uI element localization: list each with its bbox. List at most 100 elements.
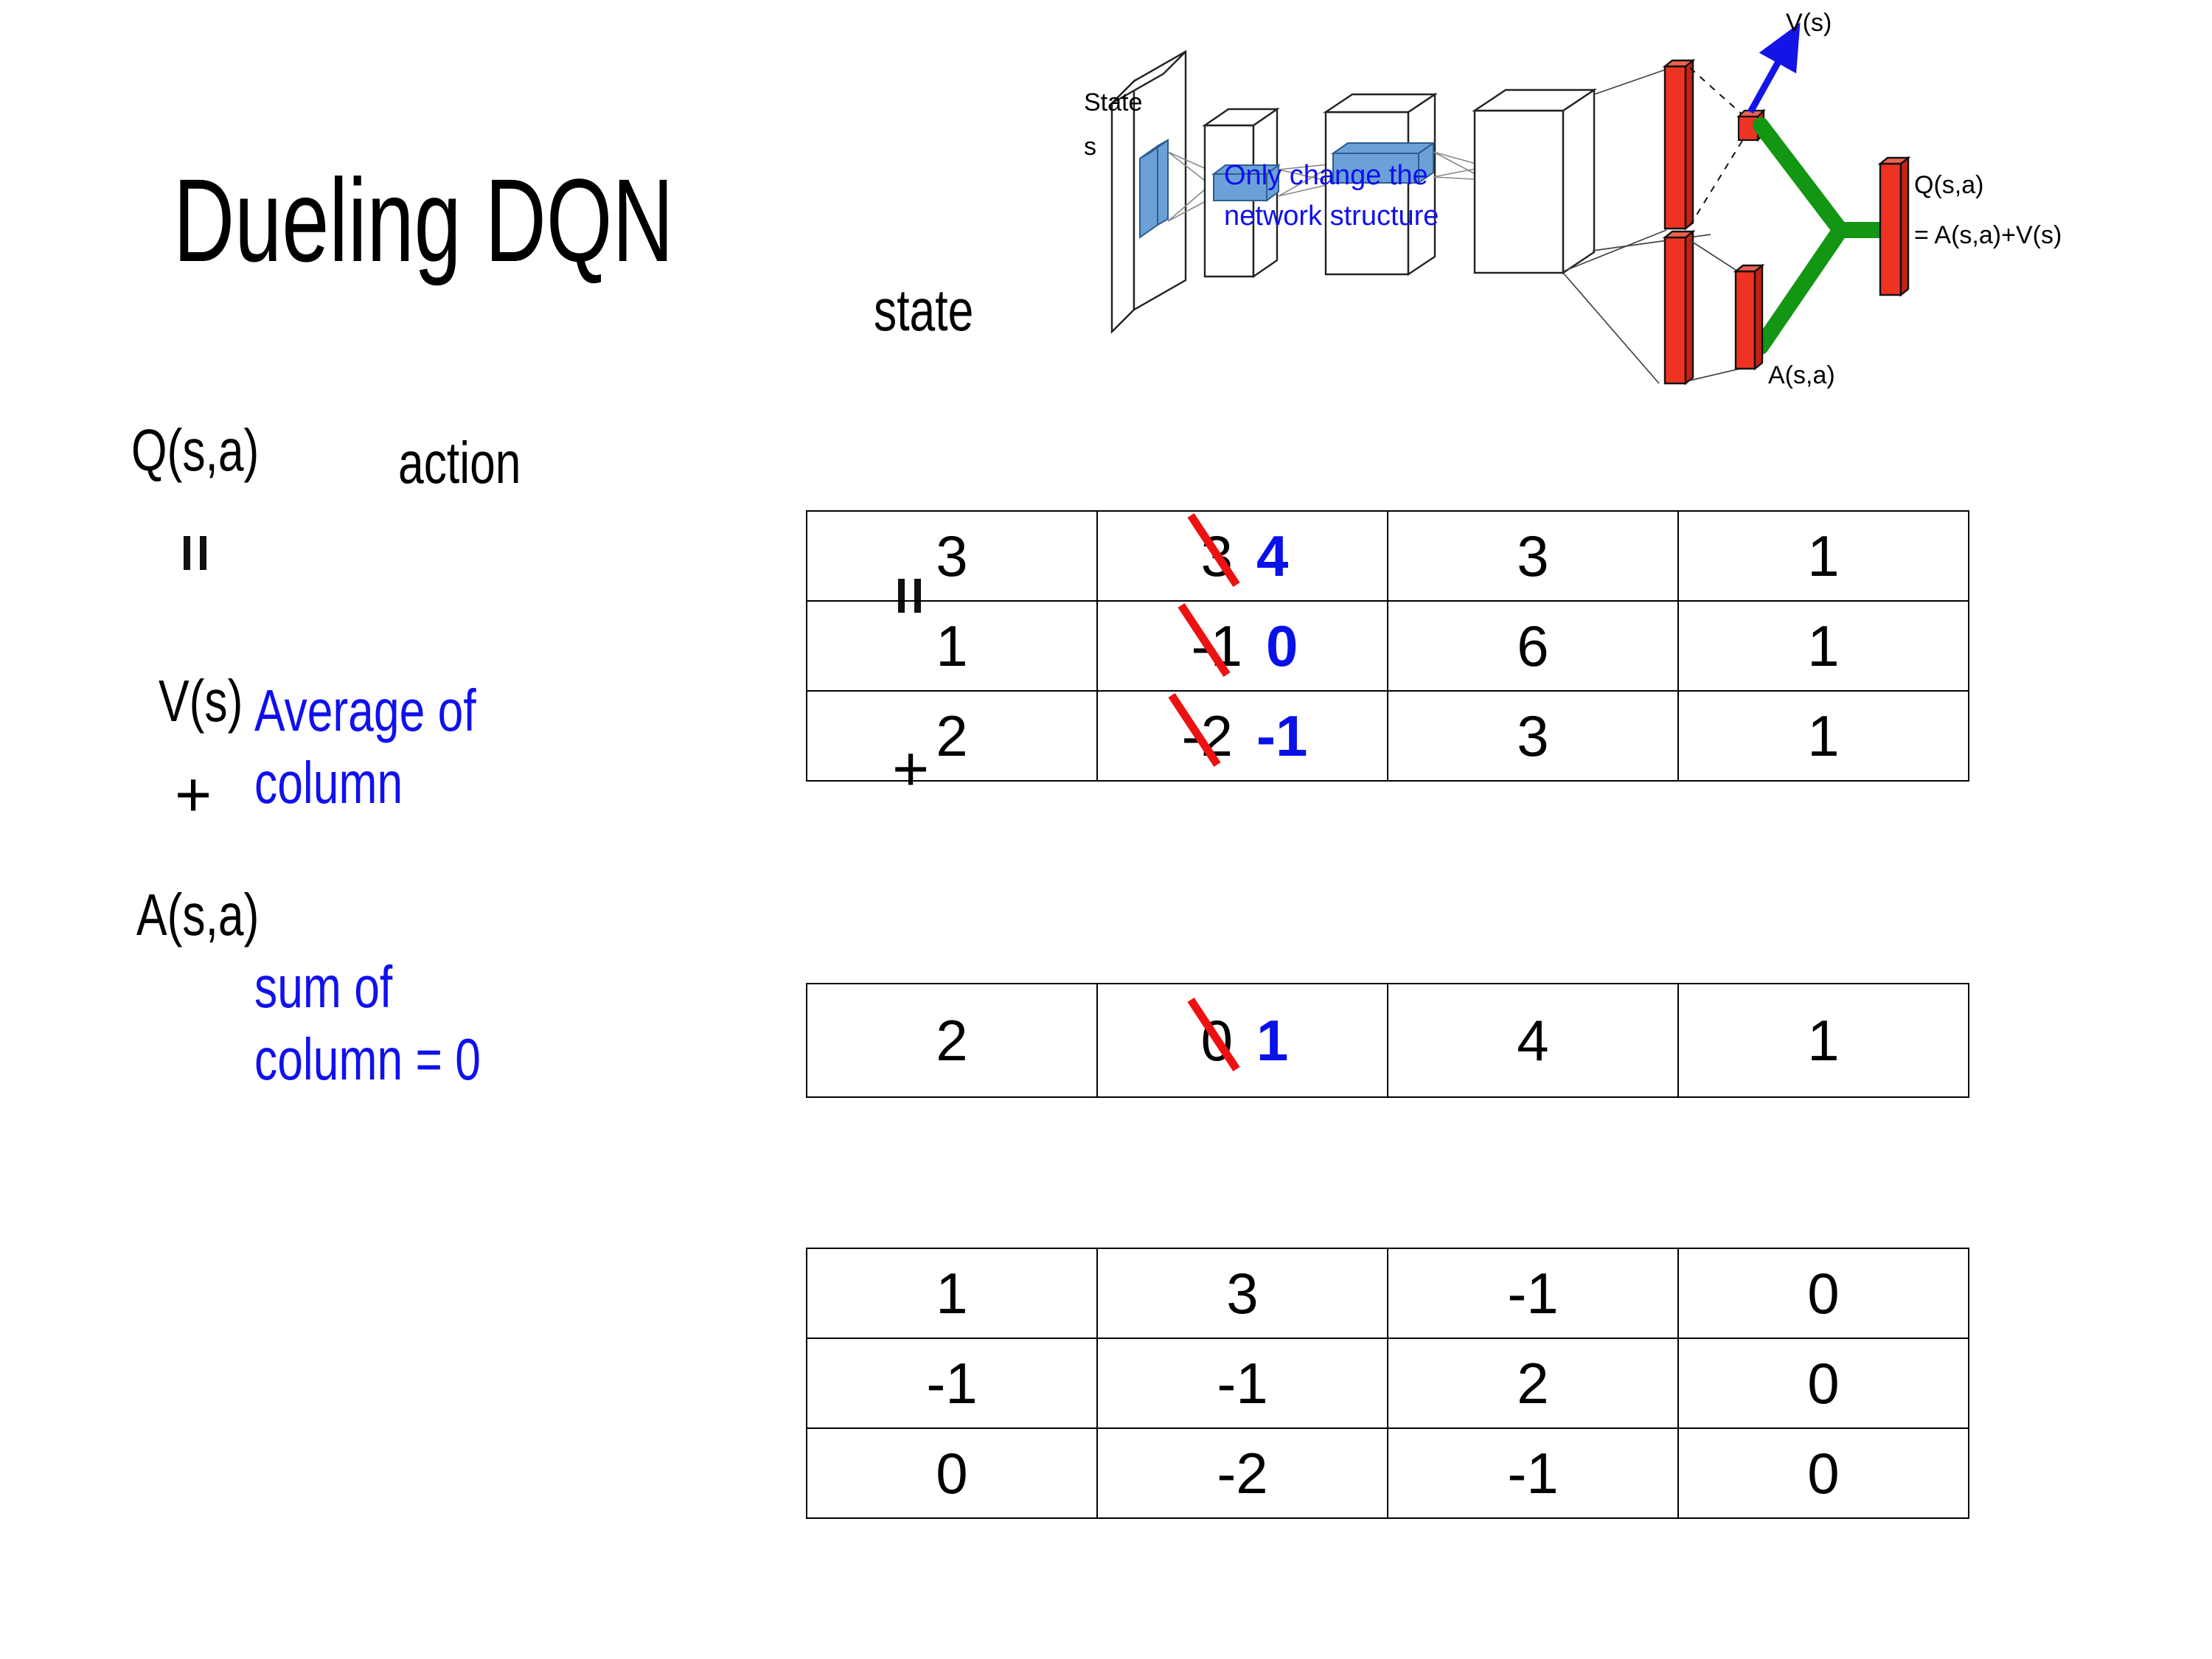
cell-value: -1 <box>1507 1260 1559 1326</box>
cell-value: -1 <box>1217 1350 1268 1416</box>
cell-value: 0 <box>1807 1260 1840 1326</box>
advantage-link-lines <box>1689 240 1741 381</box>
sum-note-line1: sum of <box>254 954 393 1020</box>
value-dashed-links <box>1689 67 1745 226</box>
cell-value: 0 <box>1807 1350 1840 1416</box>
strikethrough-icon <box>1187 997 1240 1071</box>
table-cell[interactable]: -1 <box>1387 1248 1679 1339</box>
table-cell[interactable]: -1 <box>1387 1427 1679 1519</box>
state-axis-label: state <box>874 277 974 343</box>
table-row: 1 3 -1 0 <box>806 1248 1969 1339</box>
cell-value: 3 <box>1517 523 1549 588</box>
q-output-bar <box>1877 156 1911 297</box>
action-axis-label: action <box>398 430 521 495</box>
table-cell[interactable]: 6 <box>1387 600 1679 692</box>
table-cell[interactable]: -2 <box>1096 1427 1388 1519</box>
equals-sign-q-to-v <box>179 536 213 570</box>
cell-value: 1 <box>1807 703 1840 768</box>
table-cell[interactable]: 0 <box>1677 1338 1969 1429</box>
struck-value: 3 <box>1187 512 1240 590</box>
diagram-value-label: V(s) <box>1786 9 1832 37</box>
v-function-label: V(s) <box>159 668 243 734</box>
struck-value: -2 <box>1168 692 1237 770</box>
strikethrough-icon <box>1168 692 1221 767</box>
cell-value: 3 <box>1226 1260 1259 1326</box>
diagram-state-label-line2: s <box>1084 133 1096 161</box>
table-cell[interactable]: 3 <box>1387 510 1679 602</box>
struck-value: -1 <box>1178 602 1247 680</box>
diagram-state-label-line1: State <box>1084 88 1142 116</box>
cell-value: 0 <box>936 1440 968 1506</box>
q-function-label: Q(s,a) <box>131 417 260 483</box>
average-note-line1: Average of <box>254 678 476 743</box>
cell-value: 1 <box>936 613 968 678</box>
table-cell[interactable]: 2 <box>1387 1338 1679 1429</box>
updated-value: 4 <box>1256 523 1289 588</box>
conv-filter-2 <box>1330 142 1436 184</box>
cell-value: -2 <box>1217 1440 1268 1506</box>
cell-value: 3 <box>936 523 968 588</box>
strikethrough-icon <box>1178 602 1231 677</box>
cell-value: 0 <box>1807 1440 1840 1506</box>
input-filter-shape <box>1139 139 1169 239</box>
page-title: Dueling DQN <box>173 154 674 286</box>
dueling-network-diagram: State s Only change the network structur… <box>1077 0 2212 413</box>
stream-split-lines <box>1562 69 1711 384</box>
value-stream-bar <box>1662 58 1696 231</box>
cell-value: -1 <box>1507 1440 1559 1506</box>
advantage-output-bar <box>1733 263 1765 371</box>
table-cell[interactable]: 0 <box>1677 1427 1969 1519</box>
table-cell[interactable]: 3 <box>806 510 1098 602</box>
cell-value: 6 <box>1517 613 1549 678</box>
updated-value: -1 <box>1256 703 1308 768</box>
table-cell[interactable]: -2 -1 <box>1096 690 1388 782</box>
diagram-note-line1: Only change the <box>1224 160 1428 191</box>
table-cell[interactable]: 1 <box>1677 983 1969 1098</box>
average-note-line2: column <box>254 749 403 815</box>
table-row: -1 -1 2 0 <box>806 1338 1969 1429</box>
table-cell[interactable]: 1 <box>1677 690 1969 782</box>
average-of-column-note: Average of column <box>254 675 476 818</box>
table-cell[interactable]: 4 <box>1387 983 1679 1098</box>
plus-sign-left: + <box>175 759 212 830</box>
strikethrough-icon <box>1187 512 1240 587</box>
table-cell[interactable]: 1 <box>806 1248 1098 1339</box>
table-cell[interactable]: 2 <box>806 690 1098 782</box>
table-cell[interactable]: 3 <box>1096 1248 1388 1339</box>
cell-value: 1 <box>1807 1007 1840 1073</box>
cell-value: 2 <box>1517 1350 1549 1416</box>
table-cell[interactable]: 1 <box>806 600 1098 692</box>
cell-value: 2 <box>936 703 968 768</box>
struck-value: 0 <box>1187 997 1240 1074</box>
table-cell[interactable]: 1 <box>1677 510 1969 602</box>
input-plane-shape <box>1110 49 1187 334</box>
table-cell[interactable]: -1 <box>1096 1338 1388 1429</box>
combine-green-connector <box>1753 117 1890 355</box>
diagram-q-label-line1: Q(s,a) <box>1914 171 1983 199</box>
cell-value: -1 <box>926 1350 978 1416</box>
table-cell[interactable]: -1 <box>806 1338 1098 1429</box>
table-cell[interactable]: 1 <box>1677 600 1969 692</box>
cell-value: 2 <box>936 1007 968 1073</box>
table-cell[interactable]: 0 <box>1677 1248 1969 1339</box>
table-cell[interactable]: 0 <box>806 1427 1098 1519</box>
conv-filter-1 <box>1211 164 1281 202</box>
advantage-stream-bar <box>1662 229 1696 386</box>
a-value-table: 1 3 -1 0 -1 -1 2 0 0 -2 -1 0 <box>806 1248 1969 1519</box>
cell-value: 4 <box>1517 1007 1549 1073</box>
cell-value: 1 <box>1807 523 1840 588</box>
updated-value: 1 <box>1256 1007 1289 1073</box>
cell-value: 1 <box>936 1260 968 1326</box>
table-cell[interactable]: 2 <box>806 983 1098 1098</box>
cell-value: 3 <box>1517 703 1549 768</box>
table-row: 2 -2 -1 3 1 <box>806 690 1969 782</box>
table-row: 0 -2 -1 0 <box>806 1427 1969 1519</box>
a-function-label: A(s,a) <box>136 882 260 947</box>
table-cell[interactable]: 3 <box>1387 690 1679 782</box>
